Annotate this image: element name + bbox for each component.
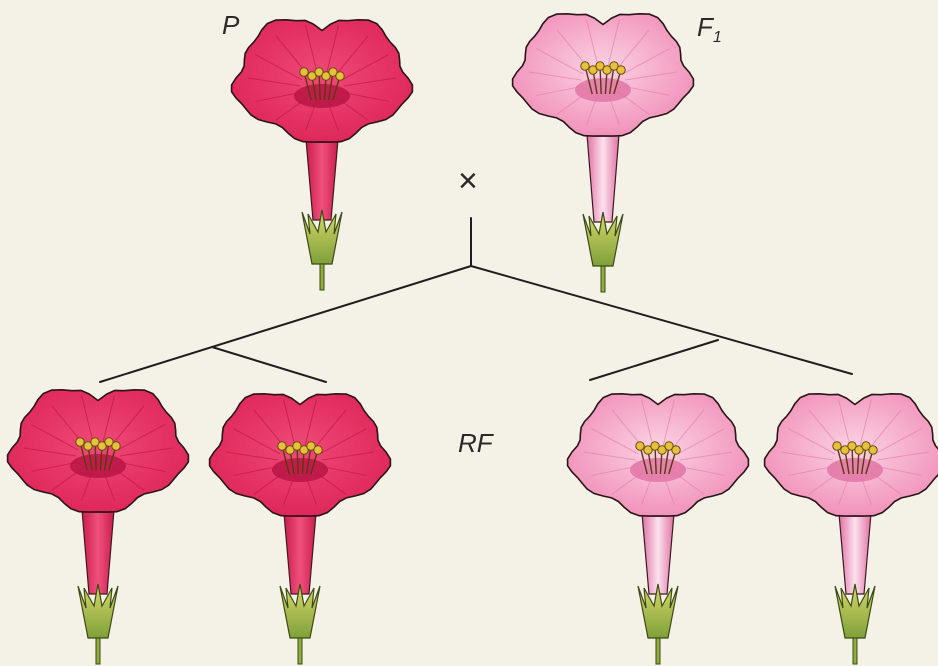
flower-throat xyxy=(630,458,686,482)
flower-throat xyxy=(827,458,883,482)
left-sub-branch-line xyxy=(212,347,326,382)
flower-anther xyxy=(617,66,625,74)
parent-label: P xyxy=(222,10,239,41)
flower-stalk xyxy=(96,638,100,664)
f1-label: F1 xyxy=(697,12,722,47)
flower-anther xyxy=(112,442,120,450)
f1-label-text: F xyxy=(697,12,713,42)
flower-offspring-pink-2 xyxy=(765,394,938,664)
flower-corolla xyxy=(232,20,413,142)
flower-calyx xyxy=(78,584,118,638)
left-branch-line xyxy=(100,266,471,382)
flower-anther xyxy=(581,62,589,70)
flower-anther xyxy=(336,72,344,80)
flower-anther xyxy=(833,442,841,450)
flower-offspring-red-2 xyxy=(210,394,391,664)
flower-calyx xyxy=(302,210,342,264)
flower-throat xyxy=(575,78,631,102)
flower-offspring-pink-1 xyxy=(568,394,749,664)
flowers-group xyxy=(8,14,938,664)
flower-throat xyxy=(272,458,328,482)
flower-anther xyxy=(76,438,84,446)
flower-tube xyxy=(586,122,620,222)
flower-calyx xyxy=(583,212,623,266)
flower-anther xyxy=(278,442,286,450)
flower-stalk xyxy=(601,266,605,292)
flower-corolla xyxy=(8,390,189,512)
flower-offspring-red-1 xyxy=(8,390,189,664)
flower-calyx xyxy=(638,584,678,638)
flower-corolla xyxy=(210,394,391,516)
flower-throat xyxy=(294,84,350,108)
flower-anther xyxy=(672,446,680,454)
flower-corolla xyxy=(513,14,694,136)
flower-throat xyxy=(70,454,126,478)
flower-parent-red xyxy=(232,20,413,290)
flower-stalk xyxy=(320,264,324,290)
flower-stalk xyxy=(656,638,660,664)
cross-symbol: × xyxy=(458,162,478,201)
parent-label-text: P xyxy=(222,10,239,40)
flower-anther xyxy=(300,68,308,76)
f1-label-subscript: 1 xyxy=(713,28,722,46)
cross-lines xyxy=(100,218,852,382)
right-sub-branch-line xyxy=(590,340,718,380)
offspring-label: RF xyxy=(458,428,493,459)
flower-anther xyxy=(869,446,877,454)
flower-calyx xyxy=(835,584,875,638)
flower-calyx xyxy=(280,584,320,638)
flower-anther xyxy=(636,442,644,450)
flower-stalk xyxy=(298,638,302,664)
flower-parent-f1-pink xyxy=(513,14,694,292)
cross-symbol-text: × xyxy=(458,162,478,200)
flower-anther xyxy=(314,446,322,454)
offspring-label-text: RF xyxy=(458,428,493,458)
flower-stalk xyxy=(853,638,857,664)
flower-corolla xyxy=(568,394,749,516)
